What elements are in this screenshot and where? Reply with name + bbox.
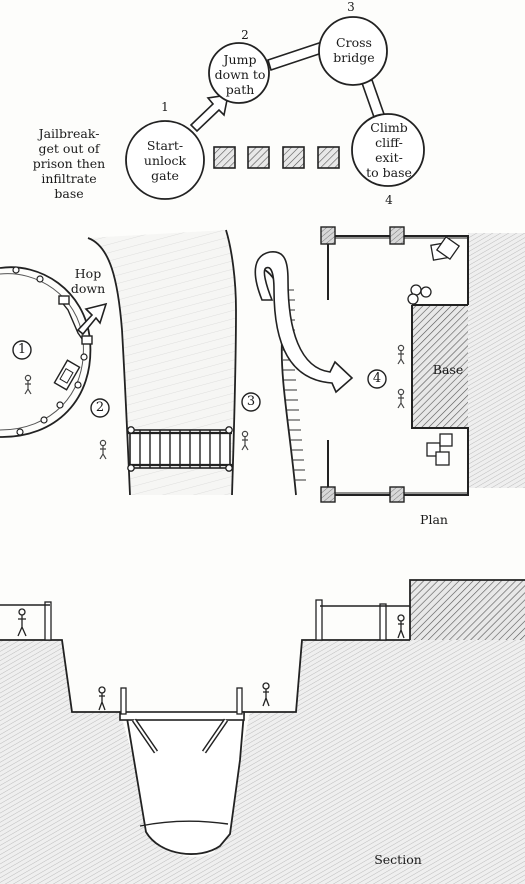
plan-marker-4: 4 bbox=[372, 371, 382, 386]
arrow-1-to-2 bbox=[189, 94, 230, 133]
step-4-label: Climb cliff- exit- to base bbox=[366, 120, 412, 180]
prison-posts bbox=[12, 266, 88, 436]
intro-note: Jailbreak- get out of prison then infilt… bbox=[32, 126, 106, 201]
climb-arrow bbox=[254, 251, 354, 394]
section-figures bbox=[17, 608, 405, 711]
plan-drawing bbox=[0, 226, 525, 503]
hop-down-arrow bbox=[76, 302, 108, 336]
step-1-circle bbox=[125, 120, 205, 200]
blocked-path-squares bbox=[213, 146, 340, 169]
base-fortress bbox=[320, 226, 525, 503]
step-3-circle bbox=[318, 16, 388, 86]
base-label: Base bbox=[432, 362, 464, 377]
connector-2-to-3 bbox=[267, 40, 326, 72]
step-1-label: Start- unlock gate bbox=[143, 138, 187, 183]
hop-down-label: Hop down bbox=[70, 266, 106, 296]
plan-marker-1: 1 bbox=[17, 342, 27, 357]
section-title: Section bbox=[374, 852, 422, 867]
step-3-label: Cross bridge bbox=[333, 35, 375, 65]
river-chasm bbox=[88, 230, 236, 495]
step-1-number: 1 bbox=[161, 100, 169, 114]
plan-marker-3: 3 bbox=[246, 394, 256, 409]
base-barrels bbox=[407, 284, 432, 305]
prison-vehicle bbox=[53, 359, 81, 391]
base-crates bbox=[426, 235, 461, 466]
plan-marker-2: 2 bbox=[95, 400, 105, 415]
step-3-number: 3 bbox=[347, 0, 355, 14]
section-ground-left bbox=[0, 640, 525, 884]
plan-figures bbox=[24, 344, 405, 460]
step-2-number: 2 bbox=[241, 28, 249, 42]
plan-marker-circles bbox=[12, 340, 387, 418]
plan-title: Plan bbox=[420, 512, 448, 527]
plan-bridge bbox=[127, 426, 233, 472]
section-drawing bbox=[0, 579, 525, 884]
step-4-circle bbox=[351, 113, 425, 187]
step-2-circle bbox=[208, 42, 270, 104]
step-2-label: Jump down to path bbox=[214, 52, 266, 97]
step-4-number: 4 bbox=[385, 193, 393, 207]
flowchart bbox=[125, 16, 425, 200]
